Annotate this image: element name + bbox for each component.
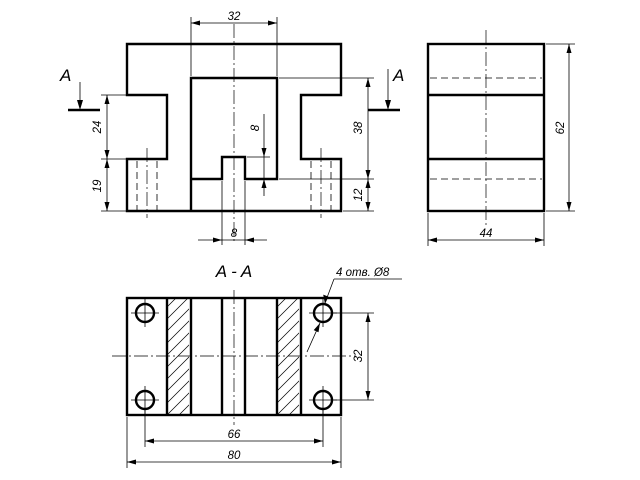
dimension-right-stack: 38 12 — [279, 77, 374, 212]
dim-upper-step: 24 — [92, 121, 104, 135]
dimension-slot-width: 32 — [190, 11, 278, 76]
front-view-outline — [125, 42, 343, 213]
section-title: A - A — [215, 262, 253, 281]
section-view: A - A — [112, 262, 402, 468]
central-slot-outline — [189, 76, 279, 211]
holes-note: 4 отв. Ø8 — [336, 267, 390, 279]
dim-tongue-height: 8 — [250, 124, 262, 131]
dim-hole-spacing-y: 32 — [353, 349, 365, 362]
cutting-plane-marker-right: A — [368, 66, 404, 112]
dimension-side-depth: 44 — [427, 213, 545, 246]
cut-label-right: A — [392, 66, 404, 85]
dimension-hole-spacing-x: 66 — [144, 410, 324, 447]
dim-slot-depth: 38 — [353, 121, 365, 134]
dim-slot-base: 12 — [353, 188, 365, 201]
dimension-tongue-width: 8 — [198, 181, 267, 245]
dim-slot-width: 32 — [228, 11, 241, 23]
mounting-hole — [131, 299, 159, 327]
holes-leader: 4 отв. Ø8 — [306, 267, 402, 353]
dim-section-width: 80 — [228, 450, 241, 462]
dim-side-height: 62 — [555, 121, 567, 134]
dimension-section-width: 80 — [126, 417, 342, 468]
dimension-hole-spacing-y: 32 — [333, 312, 374, 401]
dimension-left-stack: 24 19 — [92, 94, 127, 212]
mounting-hole — [309, 299, 337, 327]
mounting-hole — [309, 386, 337, 414]
cutting-plane-marker-left: A — [59, 66, 100, 112]
dim-lower-step: 19 — [92, 179, 104, 192]
dim-tongue-width: 8 — [231, 228, 238, 240]
side-view: 62 44 — [426, 30, 575, 246]
dim-side-depth: 44 — [480, 228, 493, 240]
dimension-tongue-height: 8 — [247, 114, 270, 196]
mounting-hole — [131, 386, 159, 414]
dimension-side-height: 62 — [546, 43, 575, 212]
cut-label-left: A — [59, 66, 71, 85]
front-view: A A 32 24 19 — [59, 11, 404, 245]
dim-hole-spacing-x: 66 — [228, 429, 241, 441]
